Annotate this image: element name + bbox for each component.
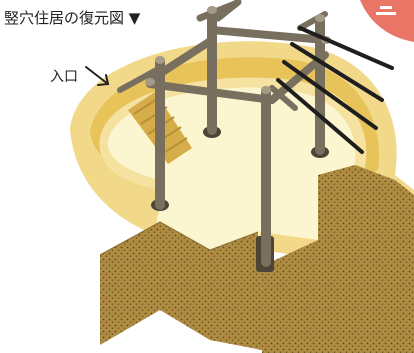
- soil-cross-section: [99, 165, 414, 353]
- corner-accent-shape: [360, 0, 414, 42]
- arrow-down-right-icon: [85, 66, 110, 86]
- entrance-label: 入口: [50, 69, 78, 85]
- thatch-battens: [276, 26, 394, 154]
- diagram-title: 竪穴住居の復元図 ▼: [4, 9, 141, 27]
- pit-wall-lip: [99, 77, 367, 190]
